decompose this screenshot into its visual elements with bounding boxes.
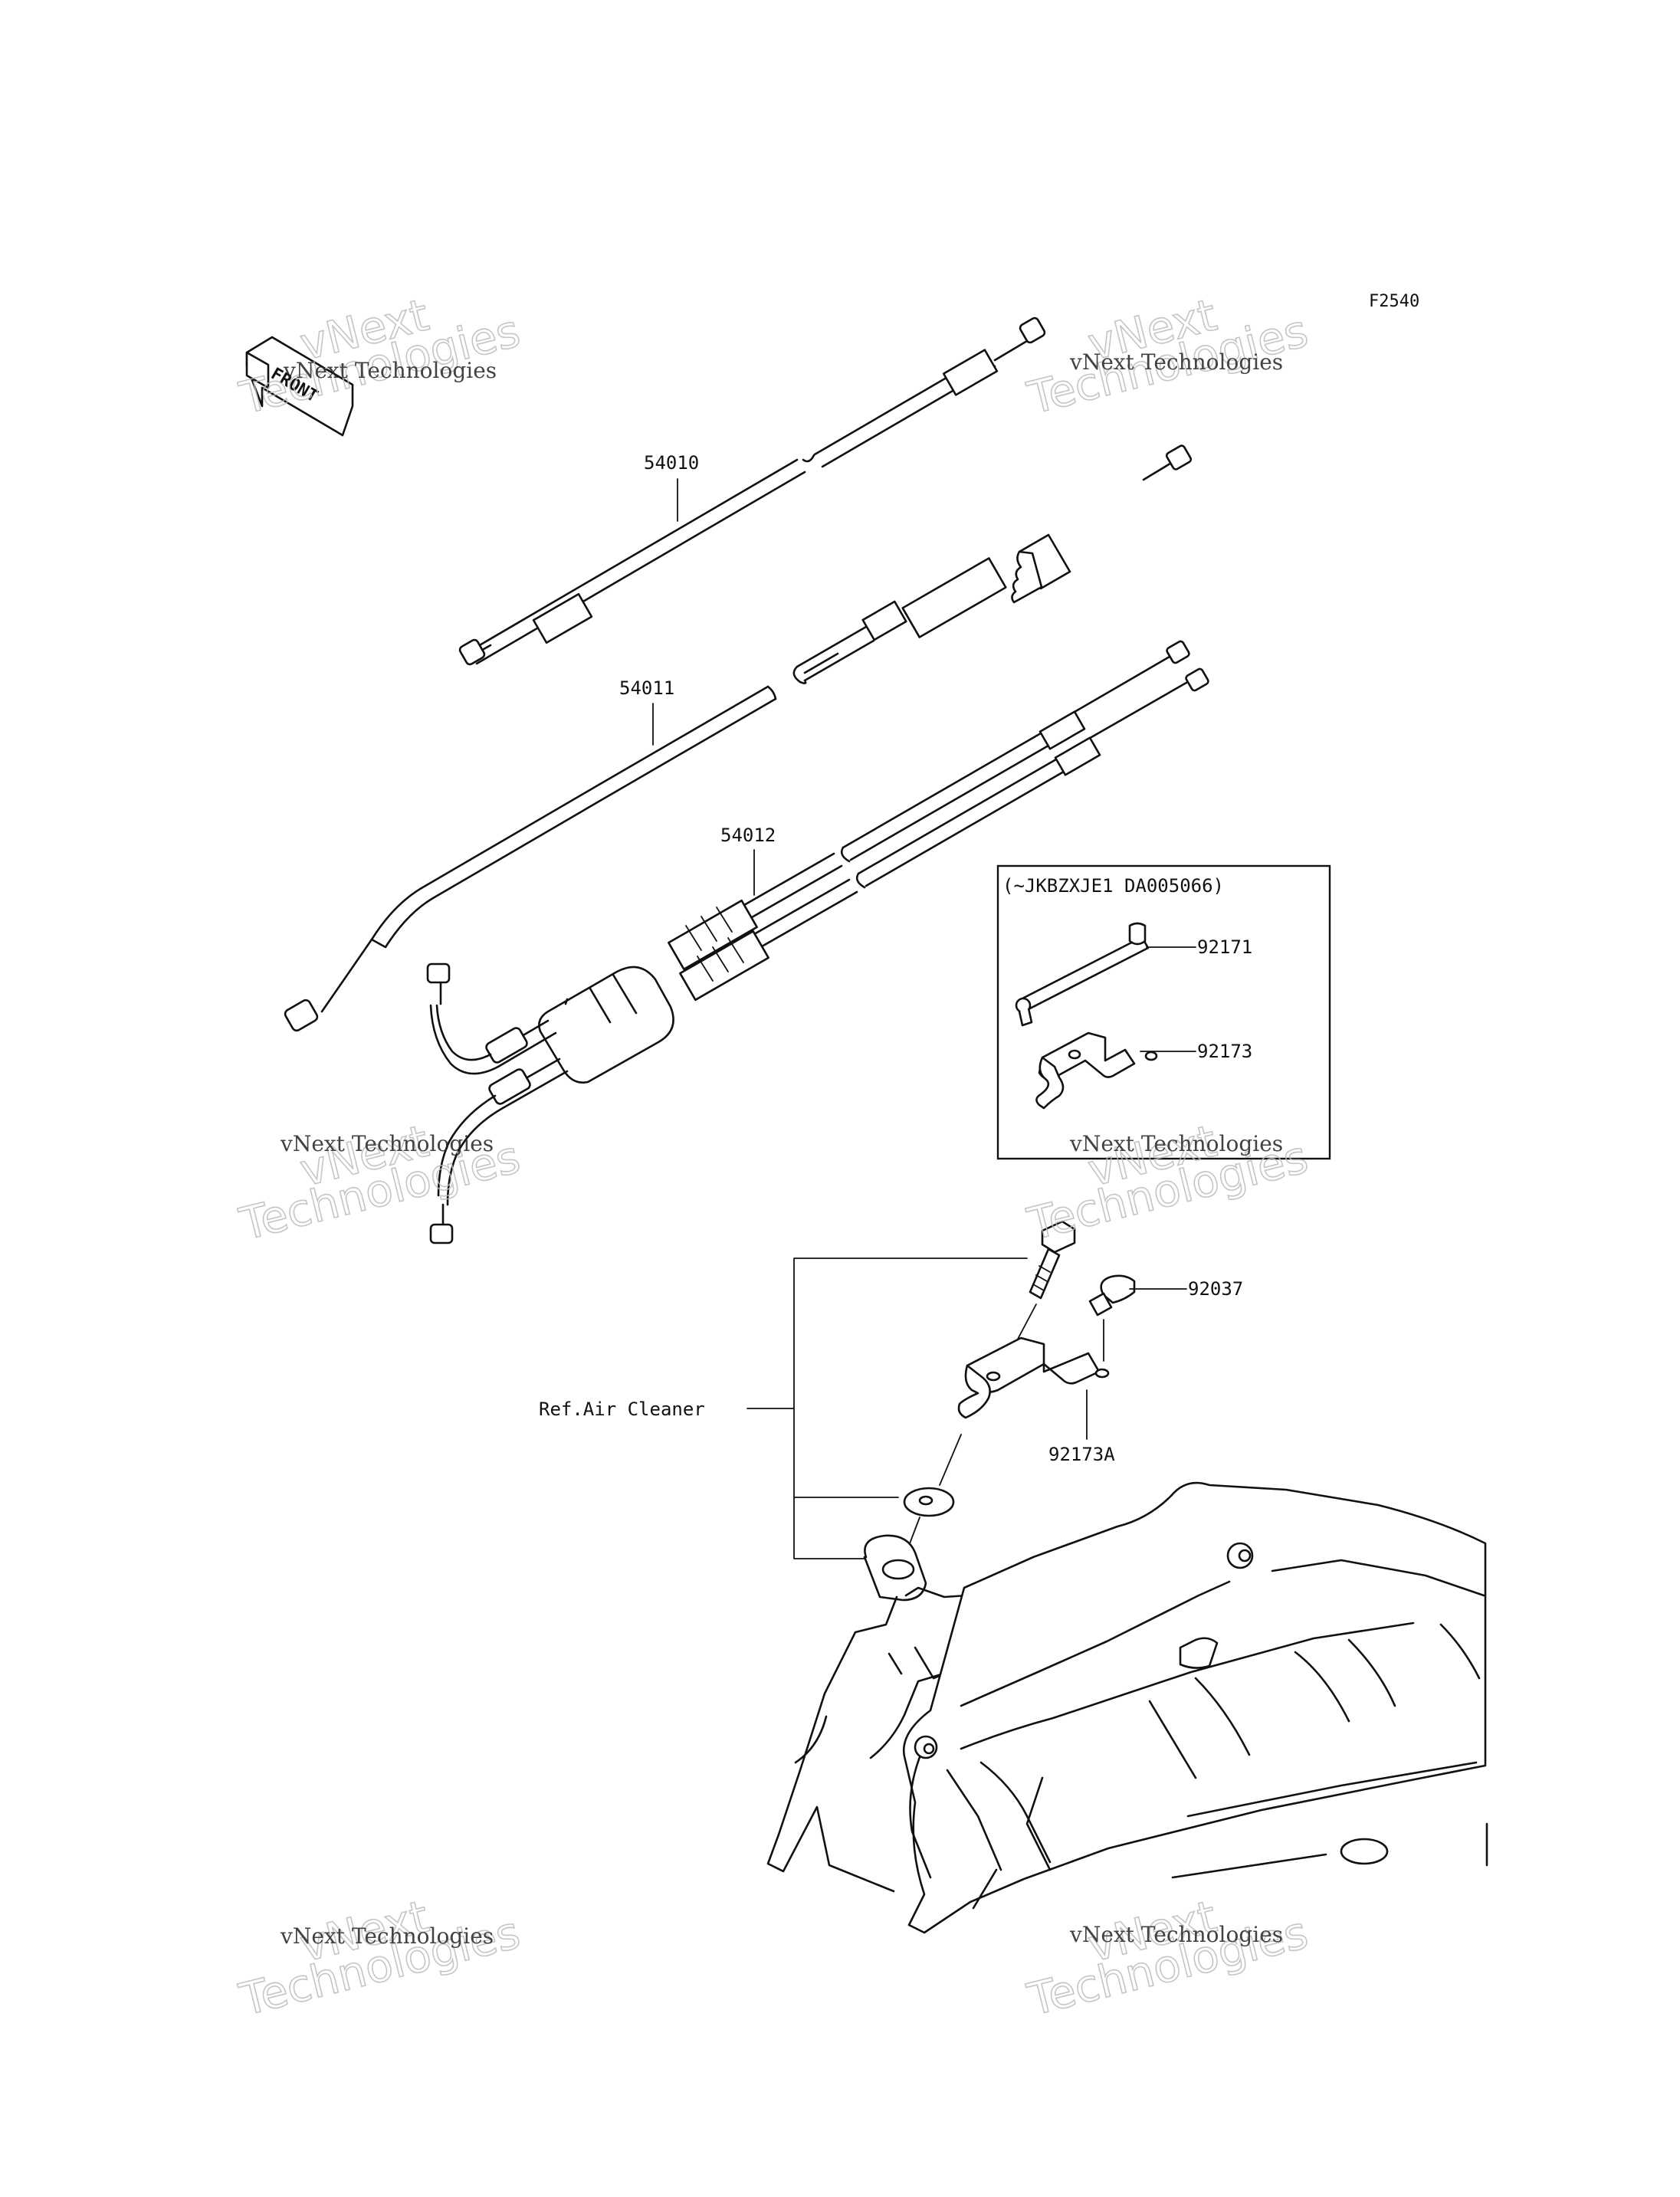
front-arrow-icon: FRONT [245, 336, 354, 437]
watermark-bottom-right: vNext Technologies vNext Technologies [1022, 1890, 1314, 2027]
part-label-92173A: 92173A [1048, 1444, 1115, 1465]
bolt-icon [1029, 1220, 1076, 1300]
svg-text:vNext Technologies: vNext Technologies [283, 358, 497, 383]
svg-text:vNext Technologies: vNext Technologies [1069, 1922, 1283, 1947]
bracket-92173 [1035, 1031, 1158, 1110]
inset-box: (~JKBZXJE1 DA005066) 92171 92173 [996, 864, 1331, 1160]
figure-code: F2540 [1369, 292, 1419, 311]
inset-note: (~JKBZXJE1 DA005066) [1002, 875, 1224, 897]
watermark-top-right: vNext Technologies vNext Technologies [1022, 288, 1314, 425]
part-label-92173: 92173 [1197, 1041, 1252, 1062]
part-label-54010: 54010 [644, 452, 699, 474]
part-label-92171: 92171 [1197, 936, 1252, 958]
bracket-92173A [957, 1336, 1110, 1419]
svg-text:vNext Technologies: vNext Technologies [280, 1923, 494, 1949]
clip-92037 [1088, 1274, 1136, 1317]
cable-54011 [284, 444, 1193, 1032]
part-label-54011: 54011 [619, 677, 674, 699]
part-label-92037: 92037 [1188, 1278, 1243, 1300]
svg-text:vNext Technologies: vNext Technologies [1069, 1131, 1283, 1156]
strap-92171 [1015, 922, 1150, 1027]
air-cleaner-housing [766, 1481, 1488, 1934]
ref-bracket-lines [746, 1258, 1028, 1559]
cable-54012 [426, 640, 1209, 1244]
cable-54010 [458, 316, 1046, 666]
svg-text:vNext Technologies: vNext Technologies [280, 1131, 494, 1156]
part-label-54012: 54012 [720, 825, 776, 846]
watermark-bottom-left: vNext Technologies vNext Technologies [234, 1890, 526, 2027]
washer-icon [903, 1487, 955, 1517]
watermark-mid-right: vNext Technologies vNext Technologies [1022, 1114, 1314, 1251]
ref-air-cleaner-label: Ref.Air Cleaner [539, 1399, 705, 1420]
svg-text:vNext Technologies: vNext Technologies [1069, 349, 1283, 375]
watermark-mid-left: vNext Technologies vNext Technologies [234, 1114, 526, 1251]
